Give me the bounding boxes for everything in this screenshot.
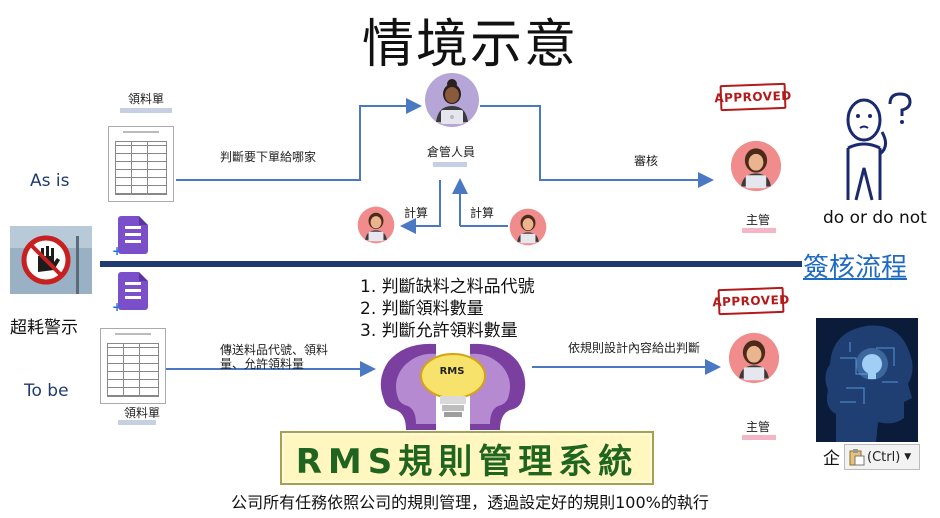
arrow-warehouse-to-manager (480, 105, 714, 188)
to-be-form-label-bar (118, 420, 156, 425)
approved-stamp-icon: APPROVED (712, 286, 790, 316)
page-title: 情境示意 (361, 15, 578, 75)
warehouse-label: 倉管人員 (427, 145, 476, 159)
as-is-label: As is (30, 171, 70, 191)
google-forms-icon: + (112, 216, 148, 257)
judgement-list: 1. 判斷缺料之料品代號 2. 判斷領料數量 3. 判斷允許領料數量 (360, 276, 535, 342)
manager-label-bar (742, 228, 776, 233)
calc-person-right-icon (509, 208, 547, 246)
rule-label: 依規則設計內容給出判斷 (568, 341, 701, 355)
calc-person-left-icon (357, 206, 395, 244)
calc-right-label: 計算 (470, 206, 495, 220)
decide-label: 判斷要下單給哪家 (220, 150, 317, 164)
warehouse-person-icon (425, 73, 479, 127)
form-document-icon (108, 126, 174, 202)
to-be-manager-label: 主管 (746, 420, 771, 434)
approved-stamp-icon: APPROVED (714, 82, 792, 112)
rms-title: RMS規則管理系統 (295, 441, 639, 482)
to-be-form-label: 領料單 (124, 406, 161, 420)
stick-figure-thinking-icon (846, 92, 912, 201)
warehouse-label-bar (433, 162, 467, 167)
footer-caption: 公司所有任務依照公司的規則管理，透過設定好的規則100%的執行 (231, 493, 709, 512)
thought-caption: do or do not (823, 208, 927, 228)
warning-label: 超耗警示 (10, 318, 78, 338)
rms-brain-bulb-icon (380, 343, 526, 430)
rms-title-banner: RMS規則管理系統 (280, 431, 654, 485)
as-is-form-label-bar (120, 108, 172, 113)
list-item: 3. 判斷允許領料數量 (360, 321, 518, 341)
divider-line (100, 261, 802, 267)
send-label-line2: 量、允許領料量 (220, 357, 305, 371)
dropdown-arrow-icon[interactable]: ▼ (904, 452, 912, 462)
manager-person-icon (730, 140, 782, 192)
form-document-icon (100, 328, 166, 404)
ai-head-icon (816, 318, 918, 442)
google-forms-icon: + (112, 272, 148, 313)
no-hand-sign-icon (10, 226, 92, 294)
approval-process-link[interactable]: 簽核流程 (803, 253, 908, 283)
manager-person-icon (728, 332, 780, 384)
arrow-form-to-warehouse (176, 98, 422, 181)
enterprise-char: 企 (823, 449, 840, 469)
review-label: 審核 (634, 154, 659, 168)
paste-button-label: (Ctrl) (867, 449, 901, 465)
arrow-calc-left (400, 180, 441, 234)
send-label-line1: 傳送料品代號、領料 (220, 343, 329, 357)
clipboard-paste-icon (849, 449, 865, 466)
calc-left-label: 計算 (404, 206, 429, 220)
paste-options-button[interactable]: (Ctrl) ▼ (844, 444, 920, 470)
rms-badge: RMS (439, 366, 465, 377)
as-is-form-label: 領料單 (128, 92, 165, 106)
to-be-manager-label-bar (742, 435, 776, 440)
list-item: 2. 判斷領料數量 (360, 299, 484, 319)
to-be-label: To be (24, 381, 69, 401)
manager-label: 主管 (746, 213, 771, 227)
list-item: 1. 判斷缺料之料品代號 (360, 277, 535, 297)
